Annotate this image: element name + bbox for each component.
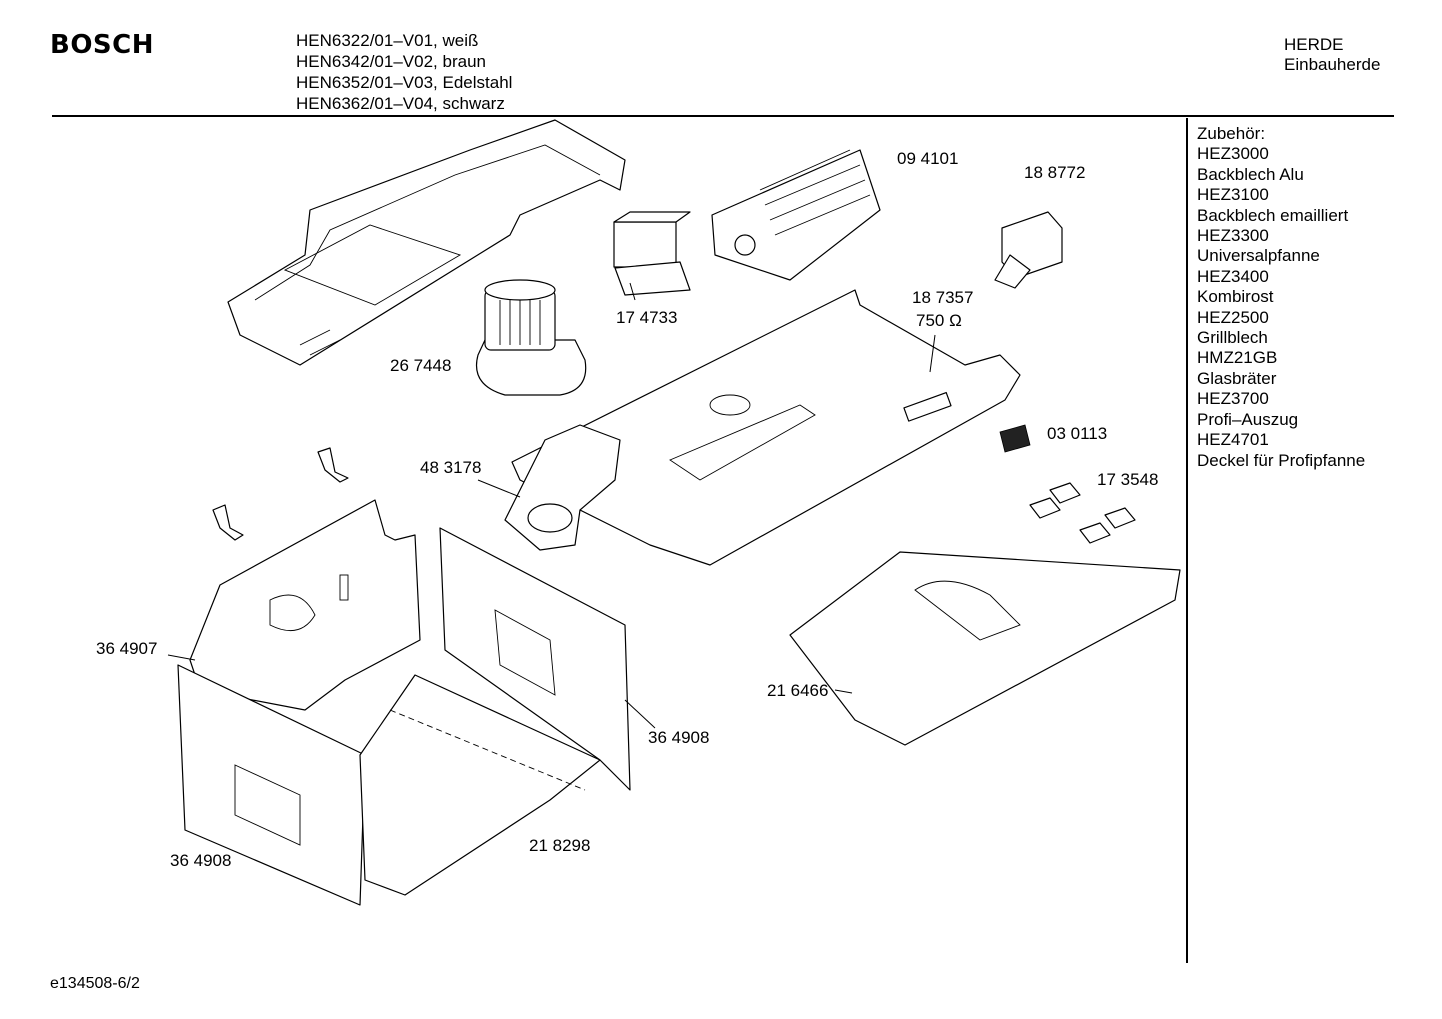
- transformer-174733: [613, 211, 691, 296]
- accessories-panel: Zubehör: HEZ3000 Backblech Alu HEZ3100 B…: [1197, 124, 1365, 471]
- part-label-364908-left: 36 4908: [170, 851, 232, 870]
- part-label-094101: 09 4101: [897, 149, 959, 168]
- accessory-desc: Kombirost: [1197, 287, 1274, 307]
- model-line: HEN6342/01–V02, braun: [296, 52, 486, 71]
- accessory-desc: Backblech emailliert: [1197, 205, 1349, 225]
- cover-plate: [511, 289, 1021, 566]
- accessory-desc: Grillblech: [1197, 328, 1268, 348]
- transformer-188772: [994, 211, 1063, 289]
- top-mounting-plate: [227, 119, 626, 366]
- accessory-code: HEZ3100: [1197, 185, 1269, 205]
- part-label-364908-right: 36 4908: [648, 728, 710, 747]
- thermostat: [999, 424, 1031, 453]
- accessory-code: HEZ3000: [1197, 144, 1269, 164]
- mounting-brackets: [212, 447, 349, 541]
- brand-logo: BOSCH: [50, 30, 154, 60]
- leader-lines: [167, 282, 936, 729]
- sidebar-divider: [1186, 118, 1188, 963]
- model-list: HEN6322/01–V01, weiß HEN6342/01–V02, bra…: [296, 30, 512, 114]
- part-label-187357: 18 7357: [912, 288, 974, 307]
- model-line: HEN6352/01–V03, Edelstahl: [296, 73, 513, 92]
- accessories-title: Zubehör:: [1197, 124, 1266, 143]
- model-line: HEN6362/01–V04, schwarz: [296, 94, 505, 113]
- accessory-desc: Deckel für Profipfanne: [1197, 450, 1366, 470]
- accessory-desc: Glasbräter: [1197, 368, 1277, 388]
- accessory-desc: Backblech Alu: [1197, 164, 1304, 184]
- switches: [1029, 482, 1136, 544]
- muffle-back-wall: [189, 499, 421, 711]
- category-title: HERDE: [1284, 35, 1344, 54]
- side-wall-right: [439, 527, 631, 791]
- accessory-code: HEZ3700: [1197, 389, 1269, 409]
- part-label-483178: 48 3178: [420, 458, 482, 477]
- part-label-364907: 36 4907: [96, 639, 158, 658]
- muffle-floor: [359, 674, 601, 896]
- document-code: e134508-6/2: [50, 975, 140, 992]
- accessory-code: HEZ4701: [1197, 430, 1269, 450]
- accessory-code: HEZ3300: [1197, 226, 1269, 246]
- part-label-187357-value: 750 Ω: [916, 311, 962, 330]
- category-block: HERDE Einbauherde: [1284, 35, 1380, 75]
- air-duct: [504, 424, 621, 551]
- part-label-174733: 17 4733: [616, 308, 678, 327]
- model-line: HEN6322/01–V01, weiß: [296, 31, 479, 50]
- header-divider: [52, 115, 1394, 117]
- part-label-216466: 21 6466: [767, 681, 829, 700]
- side-wall-left: [177, 664, 366, 906]
- part-label-030113: 03 0113: [1047, 424, 1108, 443]
- part-label-267448: 26 7448: [390, 356, 452, 375]
- part-label-173548: 17 3548: [1097, 470, 1159, 489]
- fan-motor: [476, 279, 587, 396]
- part-label-218298: 21 8298: [529, 836, 591, 855]
- accessory-desc: Profi–Auszug: [1197, 409, 1299, 429]
- part-label-188772: 18 8772: [1024, 163, 1086, 182]
- accessory-code: HEZ2500: [1197, 307, 1269, 327]
- bottom-panel: [789, 551, 1181, 746]
- category-subtitle: Einbauherde: [1284, 55, 1381, 74]
- accessory-desc: Universalpfanne: [1197, 246, 1320, 266]
- accessory-code: HEZ3400: [1197, 266, 1269, 286]
- resistor: [903, 391, 952, 422]
- tangential-fan: [711, 149, 881, 281]
- accessory-code: HMZ21GB: [1197, 348, 1278, 368]
